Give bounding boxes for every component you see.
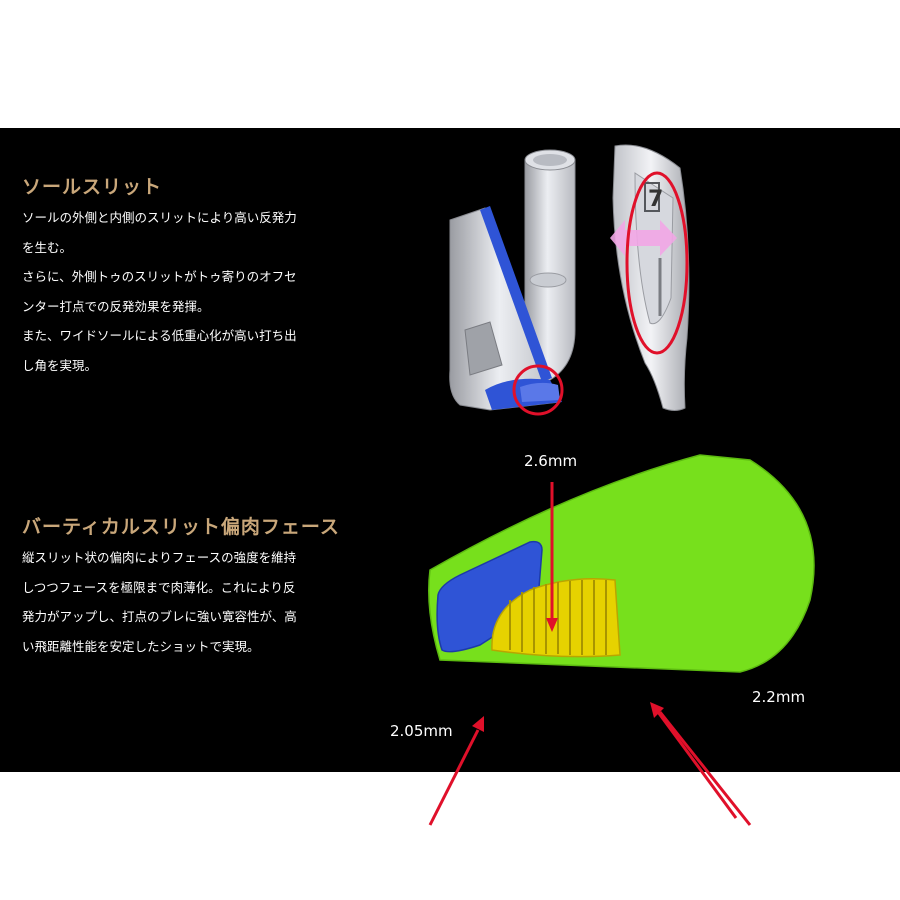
- sole-slit-heading: ソールスリット: [22, 176, 163, 198]
- iron-number-text: 7: [648, 187, 663, 212]
- arrow-to-2-05mm: [428, 716, 484, 826]
- arrow-to-2-2mm: [650, 702, 738, 819]
- black-panel: ソールスリット ソールの外側と内側のスリットにより高い反発力 を生む。 さらに、…: [0, 128, 900, 826]
- thickness-label-left: 2.05mm: [390, 722, 453, 740]
- vertical-slit-description: 縦スリット状の偏肉によりフェースの強度を維持 しつつフェースを極限まで肉薄化。こ…: [22, 550, 297, 654]
- thickness-label-center: 2.6mm: [524, 452, 578, 470]
- iron-number-badge: [644, 182, 660, 212]
- sole-slit-description: ソールの外側と内側のスリットにより高い反発力 を生む。 さらに、外側トゥのスリッ…: [22, 210, 297, 373]
- face-thickness-diagram: [428, 454, 815, 826]
- thickness-label-right: 2.2mm: [752, 688, 806, 706]
- iron-back-view-illustration: 7: [610, 144, 690, 411]
- vertical-slit-heading: バーティカルスリット偏肉フェース: [22, 516, 340, 538]
- iron-cutaway-illustration: [449, 149, 576, 416]
